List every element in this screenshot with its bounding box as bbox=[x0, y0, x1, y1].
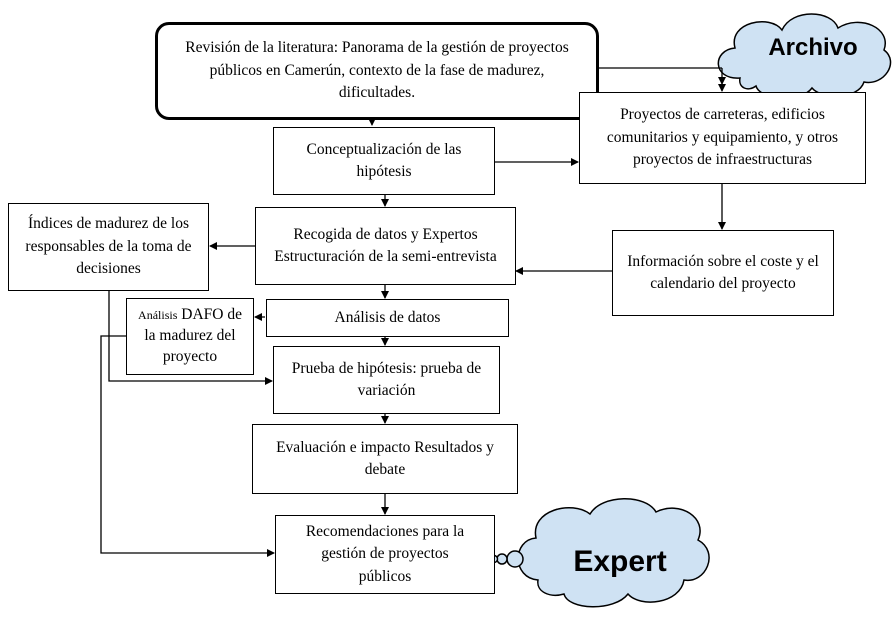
node-revision-literatura: Revisión de la literatura: Panorama de l… bbox=[155, 22, 599, 120]
node-evaluacion-impacto: Evaluación e impacto Resultados y debate bbox=[252, 424, 518, 494]
node-conceptualizacion: Conceptualización de las hipótesis bbox=[273, 127, 495, 195]
node-proyectos-infraestructuras: Proyectos de carreteras, edificios comun… bbox=[579, 92, 866, 184]
connector-lines bbox=[100, 67, 726, 557]
node-evaluacion-impacto-text: Evaluación e impacto Resultados y debate bbox=[276, 438, 494, 478]
node-analisis-datos: Análisis de datos bbox=[266, 299, 509, 337]
node-indices-madurez: Índices de madurez de los responsables d… bbox=[8, 203, 209, 291]
node-proyectos-infraestructuras-text: Proyectos de carreteras, edificios comun… bbox=[606, 106, 839, 169]
node-prueba-hipotesis: Prueba de hipótesis: prueba de variación bbox=[273, 346, 500, 414]
expert-cloud-label: Expert bbox=[573, 545, 667, 578]
node-dafo: Análisis DAFO de la madurez del proyecto bbox=[126, 298, 254, 375]
node-indices-madurez-text: Índices de madurez de los responsables d… bbox=[25, 215, 192, 278]
node-dafo-text: Análisis DAFO de la madurez del proyecto bbox=[131, 305, 249, 368]
node-recogida-datos: Recogida de datos y Expertos Estructurac… bbox=[255, 207, 516, 285]
node-recomendaciones: Recomendaciones para la gestión de proye… bbox=[275, 515, 495, 594]
node-informacion-coste: Información sobre el coste y el calendar… bbox=[612, 230, 834, 316]
node-recogida-datos-text: Recogida de datos y Expertos Estructurac… bbox=[274, 225, 497, 265]
node-revision-literatura-text: Revisión de la literatura: Panorama de l… bbox=[185, 39, 569, 102]
archivo-cloud-label: Archivo bbox=[768, 34, 858, 61]
node-dafo-main-text: DAFO de la madurez del proyecto bbox=[144, 306, 242, 365]
node-conceptualizacion-text: Conceptualización de las hipótesis bbox=[306, 140, 462, 180]
node-analisis-datos-text: Análisis de datos bbox=[334, 308, 441, 326]
node-recomendaciones-text: Recomendaciones para la gestión de proye… bbox=[305, 522, 465, 585]
node-dafo-small-text: Análisis bbox=[138, 308, 178, 323]
node-prueba-hipotesis-text: Prueba de hipótesis: prueba de variación bbox=[291, 359, 482, 399]
node-informacion-coste-text: Información sobre el coste y el calendar… bbox=[627, 252, 819, 292]
